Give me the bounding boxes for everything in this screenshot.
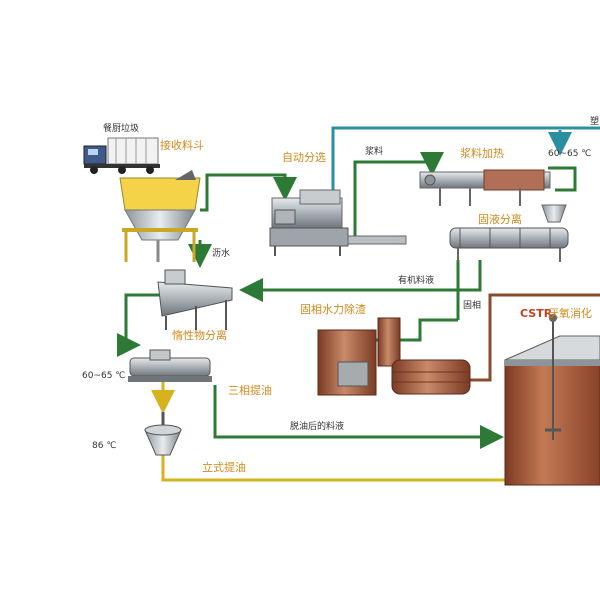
label-temp-heating: 60~65 ℃: [548, 149, 592, 159]
label-slurry-heating: 浆料加热: [460, 147, 504, 160]
label-cstr-digestion: 厌氧消化: [548, 307, 592, 320]
label-slag-removal: 固相水力除渣: [300, 303, 366, 316]
inert-separator: [157, 269, 233, 330]
label-solid-phase: 固相: [463, 301, 482, 311]
label-vertical-oil: 立式提油: [202, 461, 246, 474]
pipe-slurry-to-heating: [345, 152, 444, 242]
cstr-digester: [504, 314, 600, 486]
label-solid-liquid-separation: 固液分离: [478, 213, 522, 226]
pipe-inert-to-three-phase: [117, 293, 160, 357]
label-slurry: 浆料: [365, 147, 384, 157]
label-cstr: CSTR: [520, 307, 553, 320]
pipe-slag-to-cstr: [470, 293, 600, 382]
label-kitchen-waste: 餐厨垃圾: [103, 124, 140, 134]
pipe-heating-to-separation: [548, 166, 577, 192]
pipe-hopper-to-sorting: [200, 173, 297, 212]
label-inert-separation: 惰性物分离: [172, 329, 227, 342]
truck: [83, 137, 160, 174]
slag-removal-unit: [317, 317, 471, 396]
label-deoiled-liquid: 脱油后的料液: [290, 422, 345, 432]
pipe-teal-top: [331, 126, 600, 210]
pipe-yellow: [151, 380, 600, 482]
label-temp-86: 86 ℃: [92, 441, 117, 451]
label-three-phase-oil: 三相提油: [228, 384, 272, 397]
label-organic-liquid: 有机料液: [398, 276, 435, 286]
three-phase-decanter: [128, 349, 212, 382]
pipe-organic-liquid: [239, 260, 482, 302]
vertical-oil-extractor: [144, 412, 182, 456]
label-receiving-hopper: 接收料斗: [160, 139, 204, 152]
solid-liquid-separator: [449, 204, 569, 262]
receiving-hopper: [119, 170, 201, 262]
pipe-deoiled-liquid: [213, 385, 504, 449]
label-auto-sorting: 自动分选: [282, 151, 326, 164]
slurry-heating-unit: [419, 169, 551, 206]
label-temp-left: 60~65 ℃: [82, 371, 126, 381]
label-drain-water: 沥水: [212, 249, 231, 259]
auto-sorting-machine: [269, 189, 407, 256]
label-top-right-partial: 塑: [590, 117, 600, 127]
